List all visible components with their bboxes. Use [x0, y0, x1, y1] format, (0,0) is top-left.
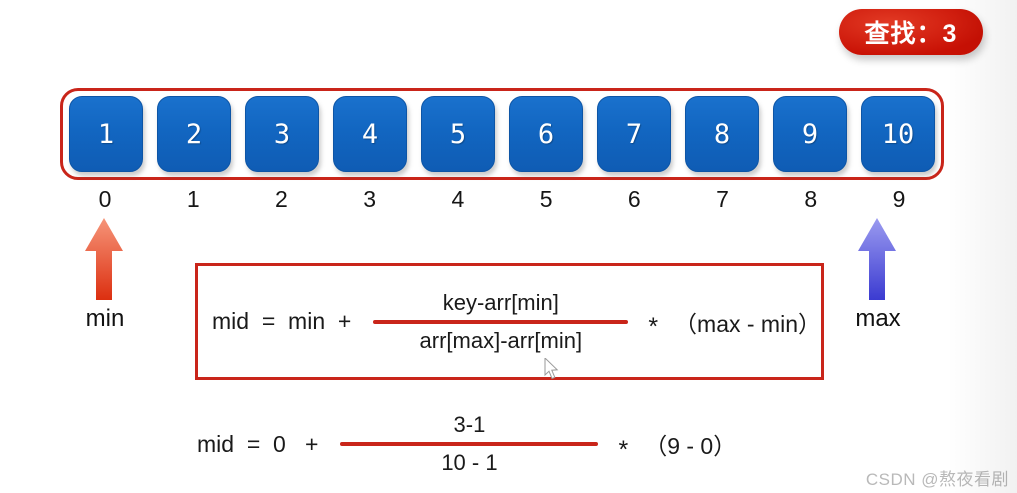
mouse-cursor-icon — [544, 358, 559, 380]
formula-general-fraction: key-arr[min] arr[max]-arr[min] — [373, 289, 629, 354]
max-pointer-arrow-icon — [858, 218, 896, 300]
formula-example-fraction: 3-1 10 - 1 — [340, 412, 599, 476]
search-target-badge: 查找：3 — [839, 9, 983, 55]
multiply-operator: * — [648, 313, 659, 341]
array-cell: 2 — [157, 96, 231, 172]
formula-general-lhs: mid = min + — [212, 308, 352, 334]
formula-example-rhs: （9 - 0） — [644, 433, 737, 459]
array-index: 1 — [186, 186, 200, 212]
array-index: 5 — [539, 186, 553, 212]
array-cell: 5 — [421, 96, 495, 172]
array-cell: 3 — [245, 96, 319, 172]
array-index: 0 — [98, 186, 112, 212]
array-container: 1 2 3 4 5 6 7 8 9 10 — [60, 88, 944, 180]
fraction-bar — [373, 319, 629, 324]
array-cell: 8 — [685, 96, 759, 172]
array-cell-value: 10 — [881, 118, 915, 150]
array-index: 4 — [451, 186, 465, 212]
formula-general-denominator: arr[max]-arr[min] — [419, 327, 583, 353]
array-cell: 9 — [773, 96, 847, 172]
search-target-label: 查找：3 — [864, 20, 958, 48]
min-pointer-arrow-icon — [85, 218, 123, 300]
array-cell-value: 7 — [625, 118, 643, 150]
formula-general-rhs: （max - min） — [674, 310, 821, 337]
index-row: 0 1 2 3 4 5 6 7 8 9 — [63, 186, 941, 213]
array-index: 2 — [275, 186, 288, 212]
array-cell: 4 — [333, 96, 407, 172]
array-cell-value: 9 — [801, 118, 819, 150]
array-index: 3 — [363, 186, 377, 212]
min-pointer-label: min — [85, 305, 125, 332]
array-cell-value: 6 — [537, 118, 555, 150]
multiply-operator: * — [618, 435, 629, 464]
array-cell-value: 5 — [449, 118, 467, 150]
array-cell-value: 1 — [97, 118, 115, 150]
formula-example: mid = 0 + 3-1 10 - 1 * （9 - 0） — [197, 400, 777, 488]
array-cell-value: 3 — [273, 118, 291, 150]
formula-example-numerator: 3-1 — [453, 412, 486, 437]
array-cell-value: 8 — [713, 118, 731, 150]
array-cell: 10 — [861, 96, 935, 172]
array-index: 7 — [716, 186, 729, 212]
array-index: 9 — [892, 186, 906, 212]
formula-general-box: mid = min + key-arr[min] arr[max]-arr[mi… — [195, 263, 824, 380]
formula-general-numerator: key-arr[min] — [442, 289, 559, 315]
array-cell-value: 2 — [185, 118, 203, 150]
formula-example-lhs: mid = 0 + — [197, 430, 319, 457]
watermark-text: CSDN @熬夜看剧 — [865, 470, 1009, 489]
formula-example-denominator: 10 - 1 — [441, 450, 498, 475]
array-cell: 6 — [509, 96, 583, 172]
max-pointer-label: max — [855, 305, 901, 332]
array-index: 8 — [804, 186, 818, 212]
array-cell: 7 — [597, 96, 671, 172]
array-index: 6 — [627, 186, 641, 212]
array-cell: 1 — [69, 96, 143, 172]
fraction-bar — [340, 442, 599, 446]
array-cell-value: 4 — [361, 118, 379, 150]
